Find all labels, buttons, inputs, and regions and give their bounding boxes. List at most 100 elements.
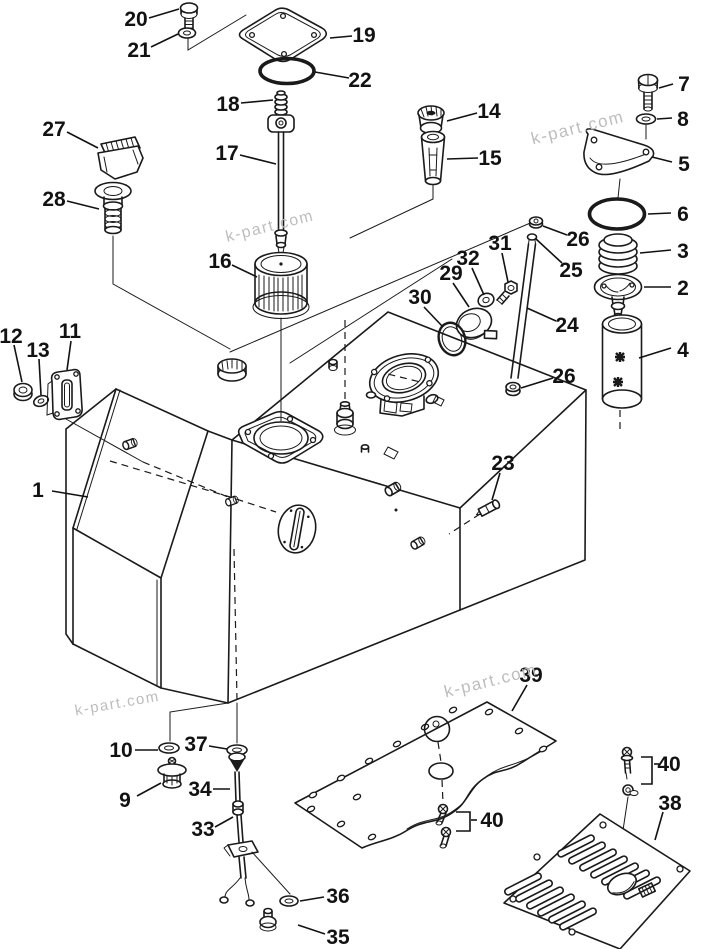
part-27-cap	[97, 136, 144, 180]
part-label-3: 3	[677, 240, 689, 263]
part-label-28: 28	[42, 188, 66, 211]
part-label-22: 22	[348, 69, 371, 92]
part-6-oring	[587, 197, 647, 231]
leader-line-18	[240, 99, 274, 104]
part-36-washer	[279, 895, 299, 907]
hidden-line	[109, 460, 277, 513]
suction-flange	[365, 353, 440, 417]
part-9-drain-plug	[157, 756, 187, 789]
part-35-plug	[259, 907, 277, 932]
part-8-washer	[635, 113, 657, 140]
top-face-hardware	[328, 358, 445, 460]
part-40-bolts-middle	[435, 803, 471, 849]
part-label-12: 12	[0, 325, 23, 348]
part-label-11: 11	[59, 320, 82, 343]
part-32-washer	[477, 292, 495, 308]
part-label-7: 7	[678, 73, 690, 96]
leader-line-39	[511, 684, 528, 712]
leader-line-17	[239, 154, 277, 165]
part-24-25-dipstick	[505, 216, 544, 397]
part-4-canister	[601, 314, 643, 432]
leader-line-5	[651, 156, 673, 163]
leader-line-20	[148, 8, 180, 19]
part-17-rod	[267, 114, 295, 254]
part-label-6: 6	[677, 203, 689, 226]
part-label-10: 10	[109, 739, 132, 762]
part-7-bolt	[637, 73, 659, 112]
part-label-27: 27	[42, 118, 65, 141]
part-34-sender	[228, 752, 246, 816]
part-label-24: 24	[555, 314, 579, 337]
bottom-leaders	[169, 702, 238, 744]
part-label-5: 5	[678, 153, 690, 176]
leader-line-11	[66, 340, 72, 371]
leader-line-30	[423, 306, 444, 328]
leader-line-25	[535, 238, 563, 264]
step-plug	[225, 495, 239, 507]
part-31-bolt	[496, 280, 518, 305]
filler-flange	[237, 317, 324, 464]
leader-line-3	[639, 249, 672, 254]
leader-line-31	[501, 252, 509, 283]
part-13-washer	[32, 394, 50, 408]
part-21-washer	[177, 14, 247, 51]
part-label-16: 16	[208, 250, 231, 273]
part-label-14: 14	[477, 100, 501, 123]
part-20-bolt	[179, 2, 199, 33]
leader-line-27	[66, 131, 99, 149]
part-label-2: 2	[677, 277, 689, 300]
leader-line-26	[542, 225, 568, 236]
leader-line-37	[208, 745, 228, 750]
part-label-26: 26	[552, 365, 575, 388]
leader-line-1	[51, 490, 89, 498]
part-label-23: 23	[491, 452, 514, 475]
part-5-cover	[583, 128, 655, 199]
leader-line-22	[314, 71, 350, 79]
leader-line-36	[299, 896, 325, 902]
watermark-4: k-part.com	[73, 688, 161, 720]
step-plug	[122, 437, 138, 451]
watermark-2: k-part.com	[224, 207, 316, 245]
leader-line-6	[647, 212, 672, 215]
leader-line-23	[491, 472, 501, 501]
part-39-plate	[294, 701, 557, 849]
part-label-34: 34	[188, 778, 212, 801]
part-22-oring	[258, 56, 316, 86]
part-label-21: 21	[127, 39, 151, 62]
leader-line-12	[13, 344, 23, 383]
leader-line-29	[452, 282, 470, 308]
sight-gauge	[277, 504, 317, 554]
leader-line-13	[38, 358, 42, 396]
leader-line-32	[471, 267, 485, 296]
part-label-36: 36	[326, 885, 349, 908]
part-label-37: 37	[184, 733, 207, 756]
part-2-valve	[593, 273, 643, 325]
part-label-29: 29	[439, 262, 462, 285]
part-11-bracket	[46, 368, 229, 498]
rivet-dot	[394, 508, 398, 512]
leader-line-14	[446, 112, 478, 122]
part-38-tread-plate	[503, 813, 691, 949]
part-label-20: 20	[124, 8, 147, 31]
part-label-30: 30	[408, 286, 431, 309]
part-28-strainer	[94, 181, 231, 350]
part-label-26: 26	[566, 228, 589, 251]
part-label-9: 9	[119, 789, 131, 812]
watermark-3: k-part.com	[442, 660, 539, 701]
leader-line-26	[520, 377, 554, 389]
leader-line-16	[231, 264, 258, 278]
part-30-oring	[437, 321, 467, 357]
part-label-8: 8	[677, 108, 689, 131]
leader-line-38	[654, 811, 664, 841]
part-3-spring	[598, 233, 638, 275]
part-23-plug	[448, 499, 501, 535]
part-label-35: 35	[326, 926, 350, 949]
face-plug	[410, 536, 426, 550]
part-number-labels: 1234567891011121314151617181920212223242…	[0, 8, 690, 949]
hidden-line	[233, 548, 238, 701]
part-label-40: 40	[480, 809, 503, 832]
part-label-13: 13	[26, 339, 49, 362]
part-label-18: 18	[216, 93, 240, 116]
